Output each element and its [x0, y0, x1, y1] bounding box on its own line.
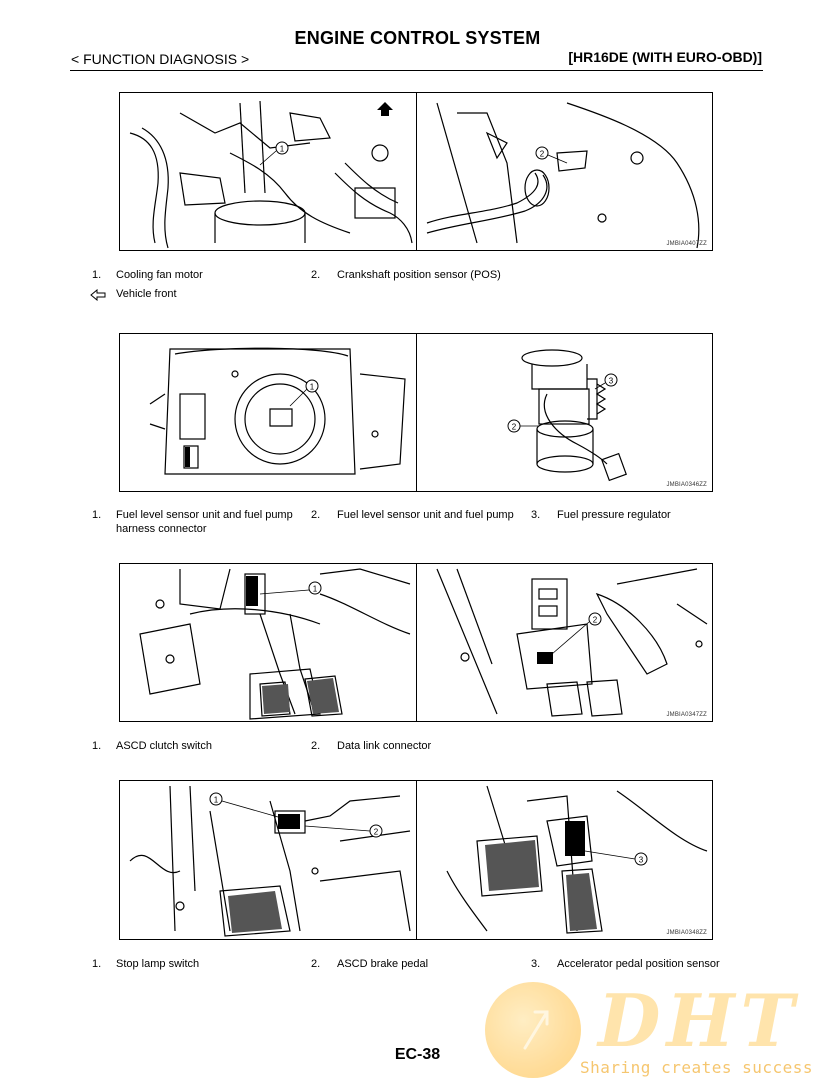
- figure-3-right-illustration: 2: [436, 568, 708, 717]
- caption-number: 2.: [311, 958, 321, 970]
- caption-number: 3.: [531, 509, 541, 521]
- callout-3: 3: [639, 856, 644, 865]
- caption-number: 2.: [311, 509, 321, 521]
- callout-1: 1: [310, 383, 315, 392]
- figure-1-right-illustration: 2: [426, 102, 700, 249]
- watermark-logo-text: DHT: [598, 978, 801, 1063]
- figure-3: 1 2 JMBIA0347ZZ: [119, 563, 713, 722]
- figure-2-left-illustration: 1: [149, 347, 406, 475]
- model-label: [HR16DE (WITH EURO-OBD)]: [568, 49, 762, 65]
- caption-number: 1.: [92, 509, 102, 521]
- figure-code: JMBIA0407ZZ: [666, 241, 707, 247]
- page-number: EC-38: [394, 1046, 441, 1063]
- callout-2: 2: [593, 616, 598, 625]
- callout-1: 1: [214, 796, 219, 805]
- callout-2: 2: [512, 423, 517, 432]
- callout-1: 1: [280, 145, 285, 154]
- figure-4-divider: [416, 781, 417, 939]
- caption-number: 1.: [92, 269, 102, 281]
- figure-2: 1 3 2 JMBIA0346ZZ: [119, 333, 713, 492]
- header-rule: [70, 70, 763, 71]
- page-title: ENGINE CONTROL SYSTEM: [294, 28, 541, 48]
- caption-text: Crankshaft position sensor (POS): [337, 269, 501, 281]
- figure-4-right-illustration: 3: [446, 785, 708, 934]
- callout-2: 2: [374, 828, 379, 837]
- caption-text: Data link connector: [337, 740, 432, 752]
- figure-3-left-illustration: 1: [139, 568, 411, 720]
- vehicle-front-arrow-icon: [90, 289, 106, 301]
- caption-text: Fuel level sensor unit and fuel pump: [337, 509, 514, 521]
- caption-number: 2.: [311, 269, 321, 281]
- caption-text: ASCD clutch switch: [116, 740, 212, 752]
- figure-4: 1 2 3 JMBIA0348ZZ: [119, 780, 713, 940]
- caption-text: Stop lamp switch: [116, 958, 200, 970]
- callout-3: 3: [609, 377, 614, 386]
- figure-1-left-illustration: 1: [129, 100, 413, 249]
- caption-number: 2.: [311, 740, 321, 752]
- figure-code: JMBIA0347ZZ: [666, 712, 707, 718]
- figure-1: 1 2 JMBIA0407ZZ: [119, 92, 713, 251]
- figure-2-right-illustration: 3 2: [507, 349, 627, 482]
- section-label: < FUNCTION DIAGNOSIS >: [71, 51, 250, 67]
- figure-2-divider: [416, 334, 417, 491]
- figure-code: JMBIA0346ZZ: [666, 482, 707, 488]
- watermark-arrow-icon: [523, 1010, 549, 1050]
- caption-number: 1.: [92, 740, 102, 752]
- figure-code: JMBIA0348ZZ: [666, 930, 707, 936]
- watermark-tagline: Sharing creates success: [580, 1058, 814, 1077]
- figure-1-divider: [416, 93, 417, 250]
- legend-text: Vehicle front: [116, 288, 177, 300]
- callout-1: 1: [313, 585, 318, 594]
- caption-number: 3.: [531, 958, 541, 970]
- caption-text: Cooling fan motor: [116, 269, 203, 281]
- caption-text: Accelerator pedal position sensor: [557, 958, 720, 970]
- caption-text: Fuel level sensor unit and fuel pump har…: [116, 509, 293, 535]
- callout-2: 2: [540, 150, 545, 159]
- figure-3-divider: [416, 564, 417, 721]
- caption-text: Fuel pressure regulator: [557, 509, 671, 521]
- caption-text: ASCD brake pedal: [337, 958, 429, 970]
- caption-number: 1.: [92, 958, 102, 970]
- figure-4-left-illustration: 1 2: [129, 785, 411, 937]
- watermark-logo-circle: [485, 982, 581, 1078]
